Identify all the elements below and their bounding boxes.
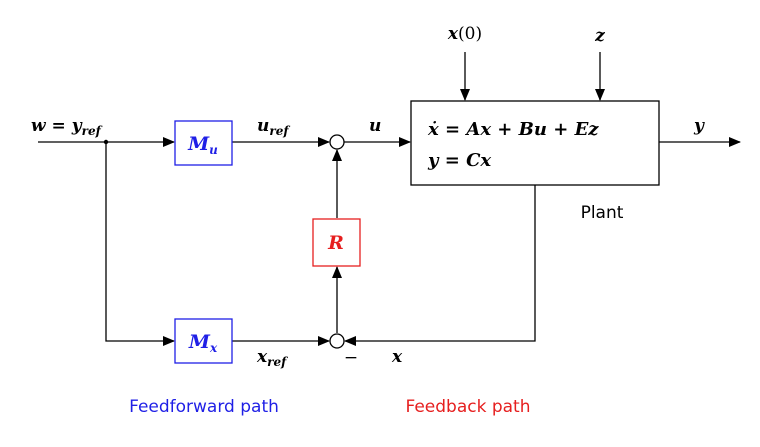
label-x-feedback: x <box>391 347 403 367</box>
block-mx[interactable]: Mx <box>174 318 233 364</box>
block-r[interactable]: R <box>312 218 361 267</box>
block-mu-label: Mu <box>187 133 218 157</box>
plant-label: Plant <box>581 203 624 223</box>
plant-output-equation: y = Cx <box>427 150 491 171</box>
block-mx-label: Mx <box>188 331 218 355</box>
block-mu-frame <box>174 120 233 166</box>
block-plant-frame <box>410 100 660 186</box>
label-x0: x(0) <box>447 24 482 44</box>
block-r-frame <box>312 218 361 267</box>
block-mu[interactable]: Mu <box>174 120 233 166</box>
summing-junction-bottom <box>329 333 345 349</box>
label-xref: xref <box>256 347 288 369</box>
branch-point <box>103 139 109 145</box>
label-w-equals-yref: w = yref <box>31 116 103 138</box>
label-uref: uref <box>257 116 290 138</box>
plant-state-equation: ẋ = Ax + Bu + Ez <box>427 119 599 140</box>
wire-branch-to-mx <box>105 142 175 346</box>
summing-junction-top <box>329 134 345 150</box>
label-y-output: y <box>693 116 705 136</box>
caption-feedback-path: Feedback path <box>405 397 530 417</box>
wire-state-feedback <box>344 185 536 346</box>
signal-wires <box>38 52 741 346</box>
block-r-label: R <box>327 232 344 254</box>
label-u: u <box>369 116 381 136</box>
block-plant[interactable]: ẋ = Ax + Bu + Ez y = Cx <box>410 100 660 186</box>
label-minus-sign: − <box>344 348 358 368</box>
block-mx-frame <box>174 318 233 364</box>
caption-feedforward-path: Feedforward path <box>129 397 279 417</box>
label-z: z <box>594 26 605 46</box>
